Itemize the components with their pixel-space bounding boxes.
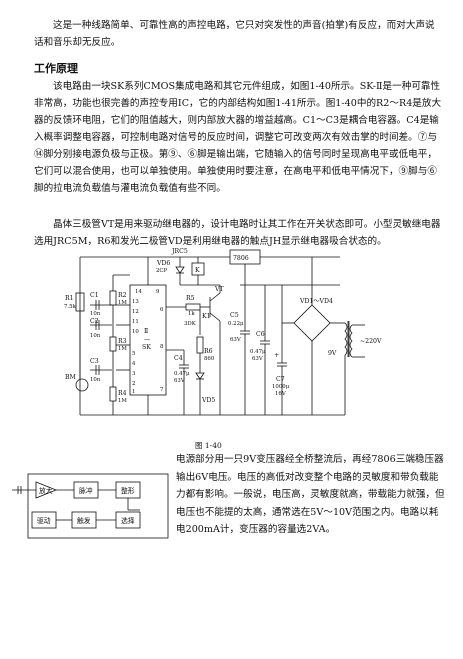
block-drive-label: 驱动 [37,517,51,525]
ic-pin-11: 11 [132,319,139,325]
block-trigger-label: 触发 [77,516,91,525]
block-pulse-label: 脉冲 [79,486,93,495]
ic-pin-10: 10 [132,329,139,335]
circuit-schematic: 7806 JRC5 K VD6 2CP R1 7.5k C1 10n R2 1M… [64,248,382,416]
block-select-label: 选择 [121,516,135,525]
r4-label: R4 [118,390,127,397]
ic-dash-label: — [144,336,150,343]
intro-paragraph: 这是一种线路简单、可靠性高的声控电路，它只对突发性的声音(拍掌)有反应，而对大声… [34,20,435,48]
k1-label: K1 [202,313,211,320]
r2-label: R2 [118,292,127,299]
c5-value: 0.22μ [228,321,244,327]
block-diagram: 放大 脉冲 整形 驱动 触发 选择 [12,473,169,539]
body-paragraph-1: 该电路由一块SK系列CMOS集成电路和其它元件组成，如图1-40所示。SK-Ⅱ是… [34,81,442,194]
ic-pin-3: 3 [132,371,136,377]
c2-label: C2 [90,318,99,325]
ic-roman-label: Ⅱ [144,328,148,335]
c2-value: 10n [90,333,101,339]
c5-voltage: 63V [230,337,241,343]
c7-label: C7 [276,376,285,383]
c6-value: 0.47μ [250,349,266,355]
ic-pin-1: 1 [132,389,135,395]
c3-label: C3 [90,358,99,365]
ic-pin-2: 2 [132,381,135,387]
block-amp-label: 放大 [39,486,53,495]
ic-pin-5: 5 [132,351,136,357]
vd6-type-label: 2CP [156,268,168,274]
ic-pin-8: 8 [160,344,164,350]
ic-pin-12: 12 [132,309,139,315]
c3-value: 10n [90,377,101,383]
relay-k-label: K [195,267,200,274]
bridge-label: VD1～VD4 [299,298,333,305]
section-heading: 工作原理 [34,62,78,75]
c1-label: C1 [90,292,99,299]
mains-220v-label: ~220V [360,338,382,345]
jrc-label: JRC5 [171,248,188,255]
r3-value: 1M [118,346,127,352]
ic-pin-7: 7 [160,387,164,393]
c6-label: C6 [256,331,265,338]
ic-pin-4: 4 [132,361,136,367]
secondary-9v-label: 9V [328,350,337,357]
r5-label: R5 [186,295,195,302]
ic-pin-13: 13 [132,299,139,305]
regulator-label: 7806 [233,255,249,262]
r4-value: 1M [118,398,127,404]
ic-pin-9: 9 [156,289,160,295]
body-paragraph-3: 电源部分用一只9V变压器经全桥整流后，再经7806三端稳压器输出6V电压。电压的… [176,454,445,535]
r2-value: 1M [118,300,127,306]
c4-value: 0.47μ [174,371,190,377]
bm-label: BM [65,374,77,381]
block-shape-label: 整形 [121,486,135,495]
c1-value: 10n [90,311,101,317]
r6-label: R6 [204,348,213,355]
ic-pin-14: 14 [135,289,142,295]
r1-label: R1 [65,295,74,302]
c7-plus-label: + [274,352,279,359]
body-paragraph-2: 晶体三极管VT是用来驱动继电器的，设计电路时让其工作在开关状态即可。小型灵敏继电… [34,219,441,247]
c6-voltage: 63V [252,356,263,362]
vd5-label: VD5 [201,397,215,404]
vd6-label: VD6 [156,260,170,267]
c7-voltage: 16V [275,391,286,397]
vt-type-label: 3DK [184,321,197,327]
c5-label: C5 [230,312,239,319]
r6-value: 860 [204,356,215,362]
ic-pin-6: 6 [160,307,164,313]
r5-value: 1k [188,311,195,317]
c4-voltage: 63V [174,378,185,384]
vt-label: VT [214,286,224,293]
c4-label: C4 [174,355,183,362]
r1-value: 7.5k [64,304,77,310]
figure-caption: 图 1-40 [195,441,222,450]
ic-sk-label: SK [142,344,151,351]
c7-value: 1000μ [272,384,290,390]
r3-label: R3 [118,338,127,345]
